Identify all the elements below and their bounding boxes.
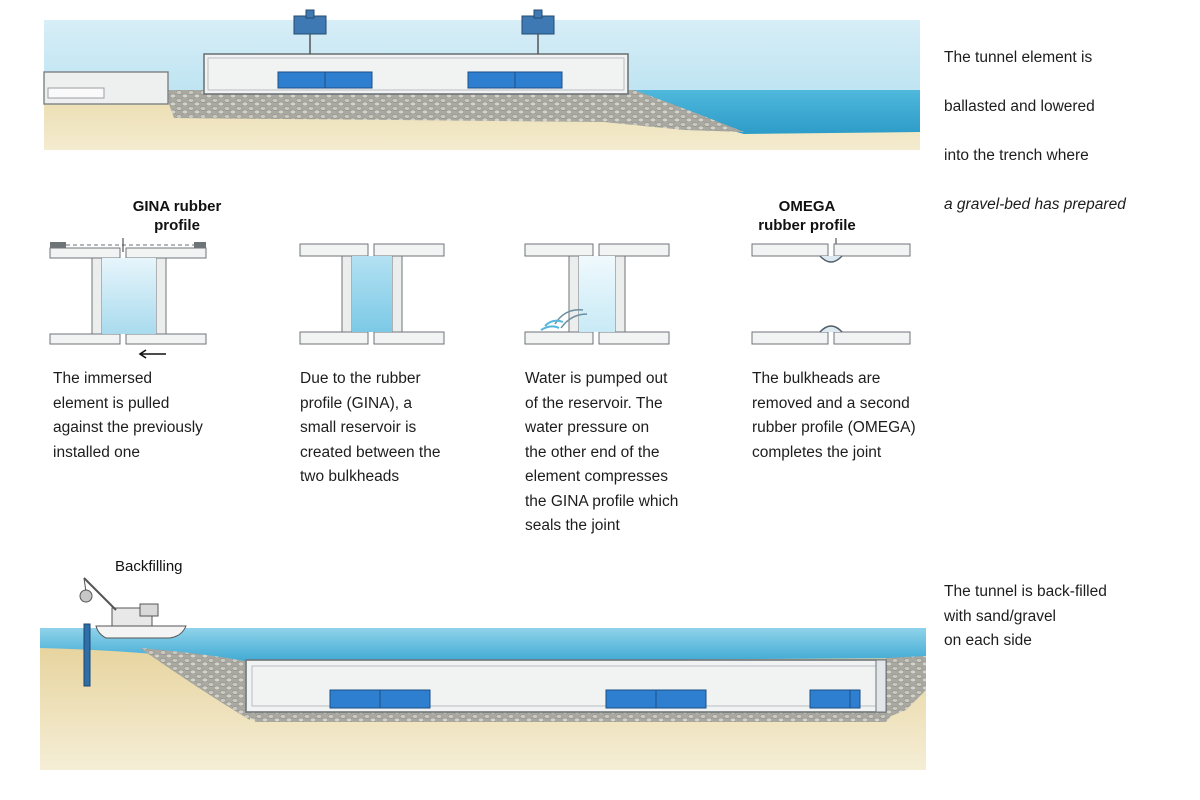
draining-reservoir [579, 256, 615, 332]
grab-bucket [79, 589, 93, 603]
step4-caption: The bulkheads are removed and a second r… [752, 370, 916, 461]
lowering-caption-line: into the trench where [944, 146, 1089, 164]
previous-tunnel-element [43, 71, 169, 105]
gravel-backfill [140, 648, 250, 720]
step1-caption: The immersed element is pulled against t… [53, 370, 203, 461]
backfilling-label: Backfilling [115, 558, 183, 575]
step3-joint-diagram [524, 243, 670, 345]
step4-joint-diagram [751, 238, 911, 345]
reservoir-water [102, 258, 156, 334]
lowering-caption-line: a gravel-bed has prepared [944, 195, 1126, 213]
lowering-scene [43, 9, 920, 150]
backfill-caption: The tunnel is back-filled with sand/grav… [944, 583, 1107, 649]
lowering-caption-line: The tunnel element is [944, 48, 1093, 66]
omega-profile-top [819, 255, 843, 263]
gravel-backfill [886, 656, 926, 718]
tunnel-element [203, 53, 629, 95]
step3-caption: Water is pumped out of the reservoir. Th… [525, 370, 679, 534]
backfill-vessel [79, 577, 187, 687]
step1-joint-diagram [49, 238, 207, 359]
gina-profile-label: GINA rubber profile [132, 198, 222, 234]
pontoon-right [521, 9, 555, 54]
pontoon-left [293, 9, 327, 54]
reservoir-water [352, 256, 392, 332]
lowering-caption-line: ballasted and lowered [944, 97, 1095, 115]
gravel-bed [164, 90, 744, 132]
step2-caption: Due to the rubber profile (GINA), a smal… [300, 370, 441, 485]
tunnel-element [245, 659, 887, 713]
ballast-tank [809, 689, 861, 709]
pull-arrow [138, 349, 166, 359]
omega-profile-bottom [819, 325, 843, 333]
sea [164, 90, 920, 134]
fill-pipe [83, 623, 91, 687]
gravel-bed [240, 710, 896, 722]
backfill-scene [40, 577, 926, 770]
water-spray [540, 319, 564, 331]
omega-profile-label: OMEGA rubber profile [758, 198, 856, 234]
lowering-caption: The tunnel element is ballasted and lowe… [944, 21, 1126, 242]
step2-joint-diagram [299, 243, 445, 345]
